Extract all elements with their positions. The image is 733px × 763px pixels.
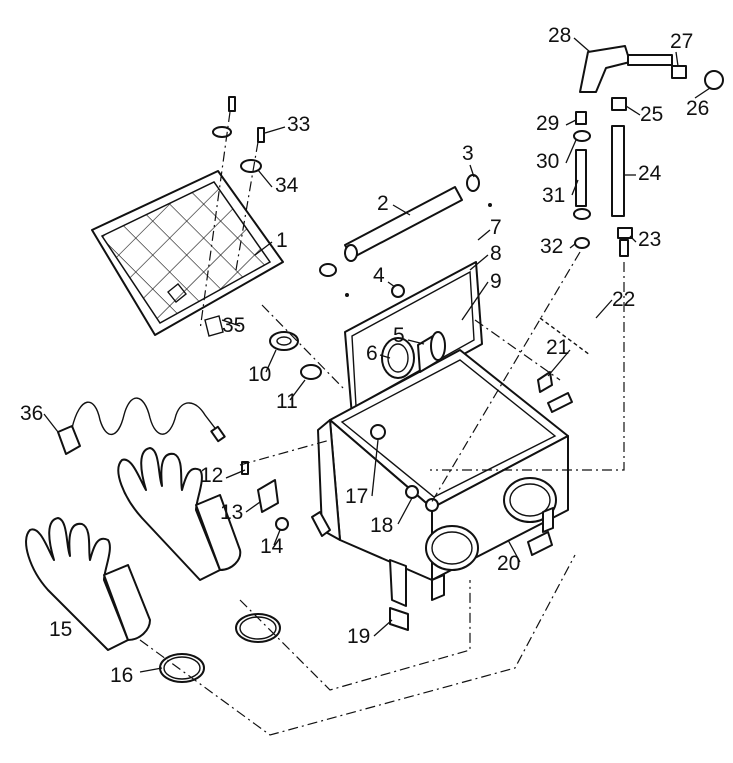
light-housing-part bbox=[261, 304, 346, 391]
callout-19: 19 bbox=[347, 625, 370, 648]
screen-grate-part bbox=[91, 170, 284, 337]
glove-part bbox=[25, 447, 242, 651]
callout-1: 1 bbox=[276, 229, 288, 252]
callout-3: 3 bbox=[462, 142, 474, 165]
callout-2: 2 bbox=[377, 192, 389, 215]
callout-33: 33 bbox=[287, 113, 310, 136]
callout-36: 36 bbox=[20, 402, 43, 425]
clamp-parts bbox=[474, 317, 591, 413]
callout-35: 35 bbox=[222, 314, 245, 337]
callout-16: 16 bbox=[110, 664, 133, 687]
callout-25: 25 bbox=[640, 103, 663, 126]
callout-13: 13 bbox=[220, 501, 243, 524]
callout-labels: 1 2 3 4 5 6 7 8 9 10 11 12 13 14 15 16 1… bbox=[20, 24, 709, 687]
callout-8: 8 bbox=[490, 242, 502, 265]
callout-14: 14 bbox=[260, 535, 284, 558]
callout-4: 4 bbox=[373, 264, 385, 287]
callout-28: 28 bbox=[548, 24, 571, 47]
callout-23: 23 bbox=[638, 228, 661, 251]
callout-22: 22 bbox=[612, 288, 635, 311]
callout-24: 24 bbox=[638, 162, 662, 185]
callout-11: 11 bbox=[276, 390, 298, 413]
callout-21: 21 bbox=[546, 336, 569, 359]
callout-27: 27 bbox=[670, 30, 693, 53]
bolt-washer-parts bbox=[199, 96, 265, 331]
callout-31: 31 bbox=[542, 184, 565, 207]
callout-5: 5 bbox=[393, 324, 405, 347]
callout-32: 32 bbox=[540, 235, 563, 258]
callout-29: 29 bbox=[536, 112, 559, 135]
nut-part bbox=[391, 284, 405, 298]
callout-15: 15 bbox=[49, 618, 72, 641]
callout-10: 10 bbox=[248, 363, 271, 386]
blast-gun-assembly bbox=[429, 45, 724, 506]
callout-6: 6 bbox=[366, 342, 378, 365]
callout-12: 12 bbox=[200, 464, 223, 487]
callout-7: 7 bbox=[490, 216, 502, 239]
switch-assembly-part bbox=[239, 439, 331, 531]
cabinet-body bbox=[317, 261, 569, 607]
leg-bracket-parts bbox=[311, 511, 553, 631]
power-cord-part bbox=[57, 397, 226, 455]
callout-34: 34 bbox=[275, 174, 299, 197]
callout-9: 9 bbox=[490, 270, 502, 293]
callout-26: 26 bbox=[686, 97, 709, 120]
callout-30: 30 bbox=[536, 150, 559, 173]
light-tube-part bbox=[319, 174, 492, 297]
callout-leaders bbox=[43, 37, 711, 673]
callout-18: 18 bbox=[370, 514, 393, 537]
callout-17: 17 bbox=[345, 485, 368, 508]
window-seal-part bbox=[381, 331, 446, 379]
callout-20: 20 bbox=[497, 552, 520, 575]
hose-clamp-part bbox=[139, 554, 576, 736]
